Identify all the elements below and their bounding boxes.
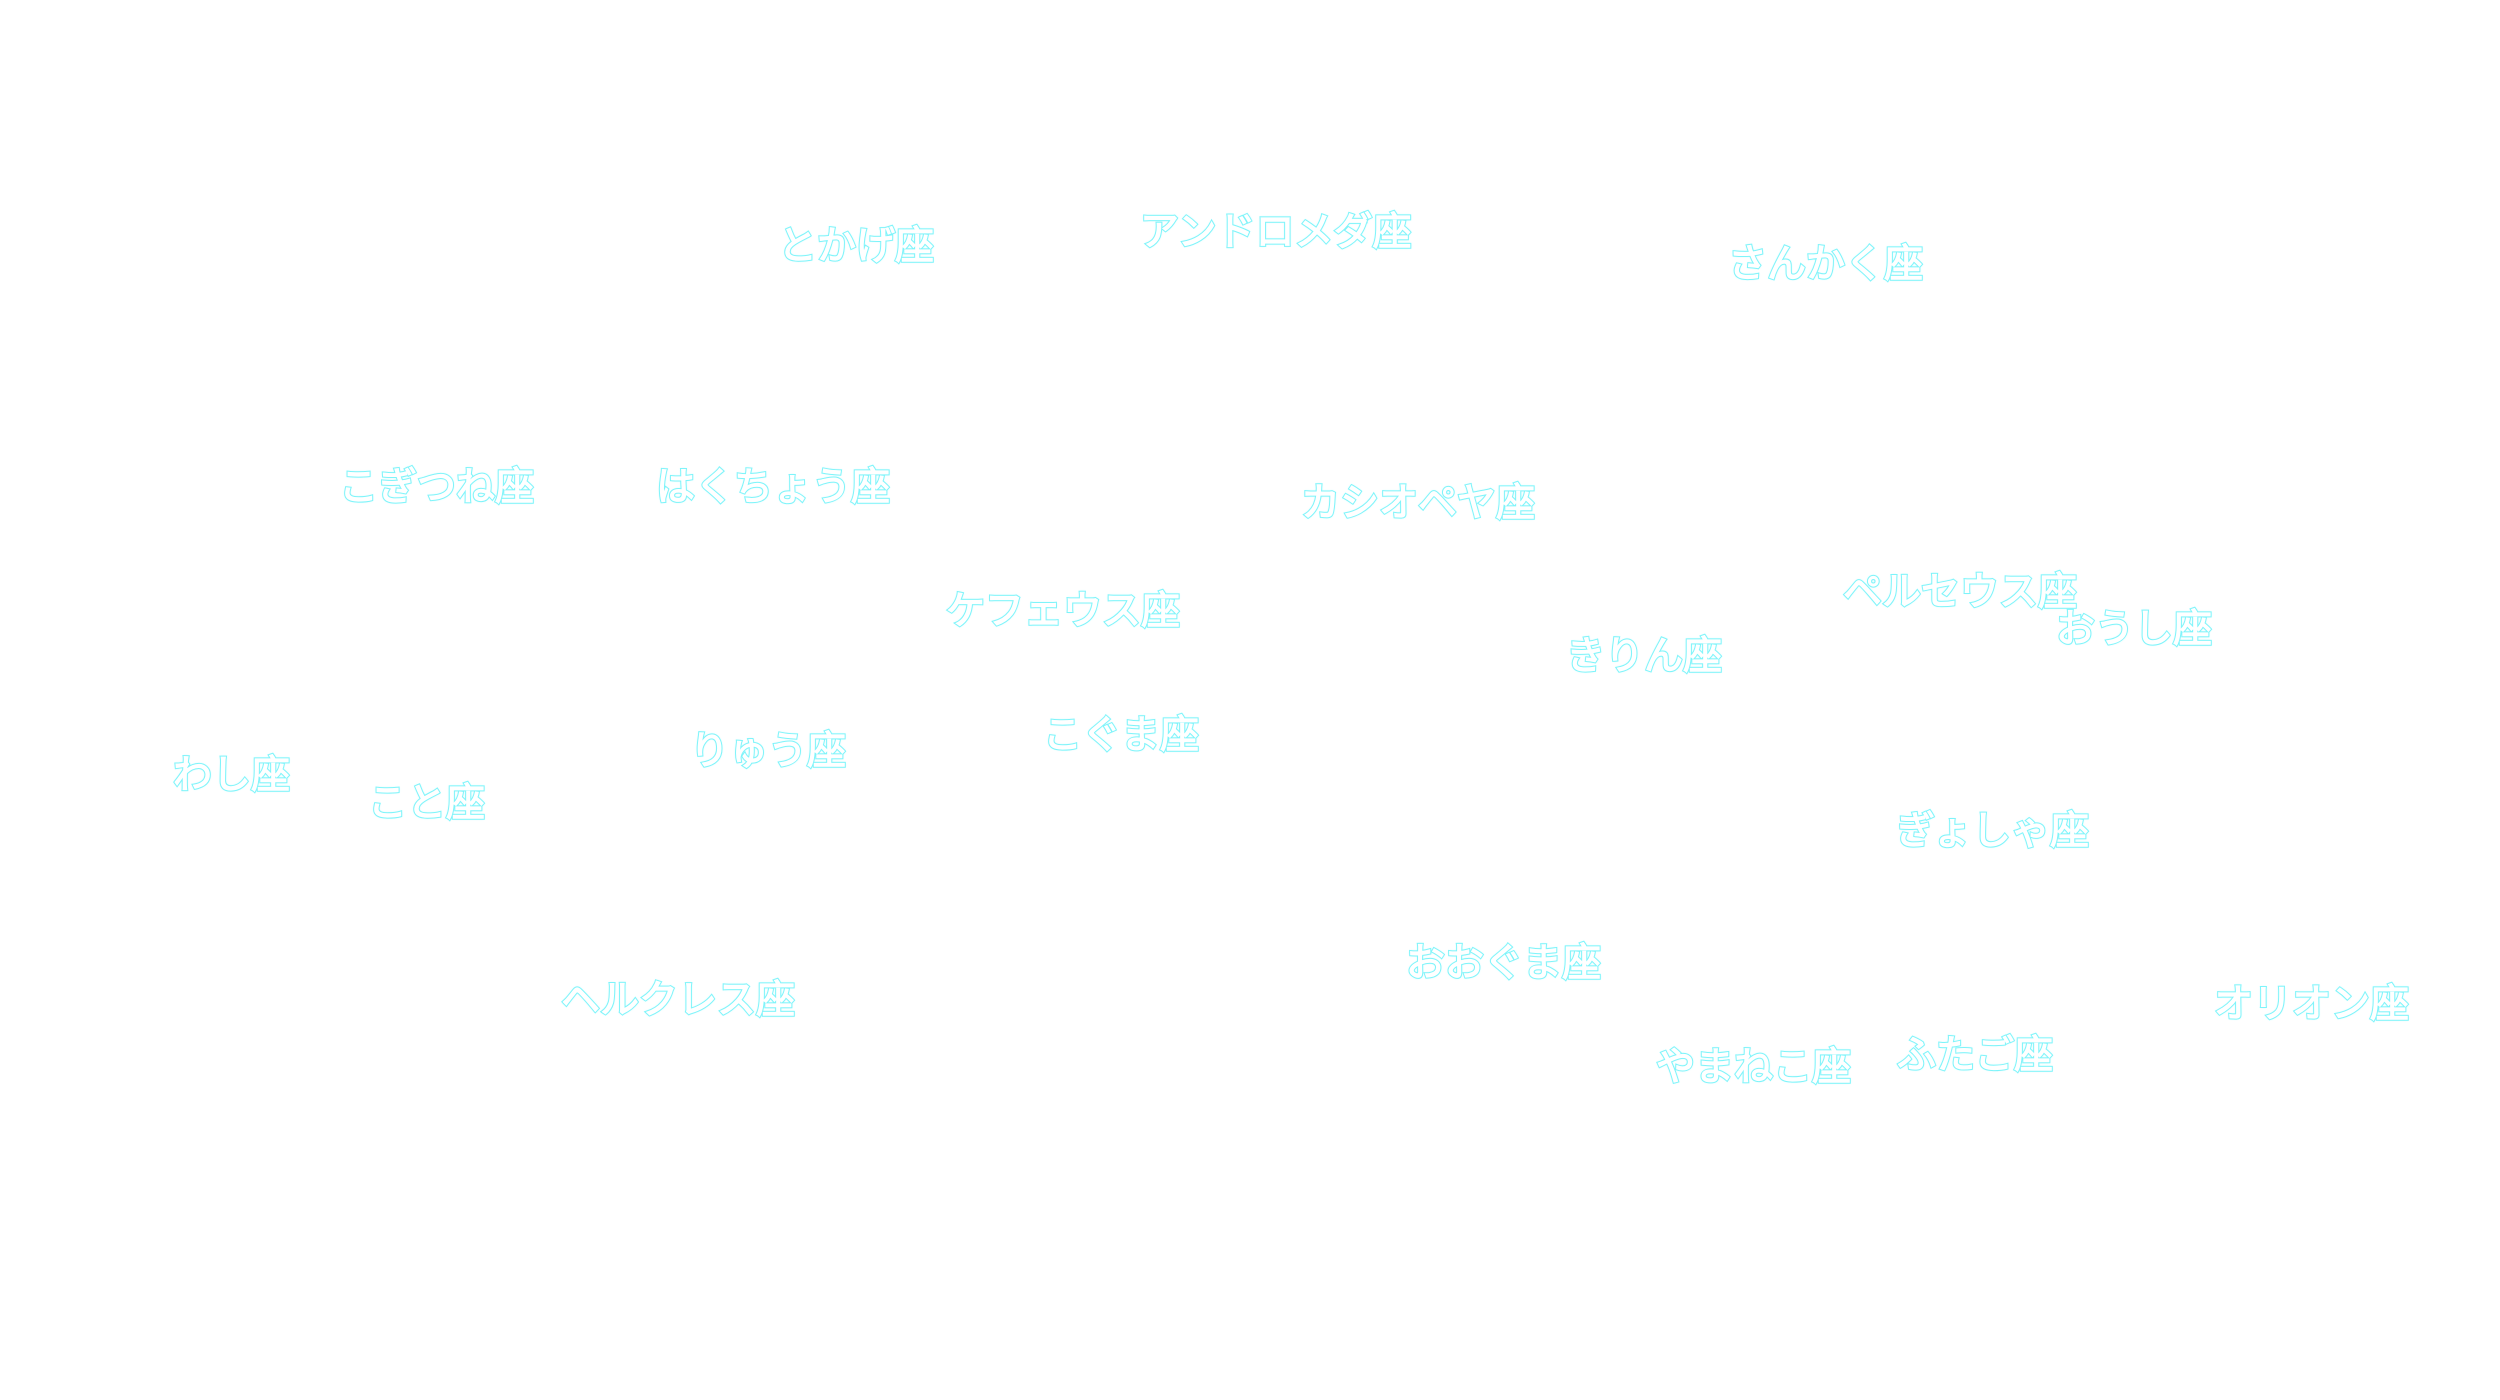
constellation-label-cygnus: はくちょう座: [655, 465, 891, 510]
constellation-label-ursa-major: おおぐま座: [1405, 941, 1602, 986]
constellation-label-perseus: ペルセウス座: [1842, 570, 2078, 615]
constellation-label-cepheus: ケフェウス座: [945, 589, 1181, 634]
constellation-label-auriga: ぎょしゃ座: [1895, 809, 2090, 854]
constellation-label-ursa-minor: こぐま座: [1042, 713, 1200, 758]
constellation-label-lynx: やまねこ座: [1655, 1045, 1852, 1090]
constellation-label-aquila: わし座: [172, 753, 291, 798]
constellation-label-taurus: おうし座: [2055, 607, 2213, 652]
constellation-label-lacerta: とかげ座: [777, 224, 935, 269]
constellation-label-gemini: ふたご座: [1896, 1033, 2054, 1078]
constellation-label-hercules: ヘルクレス座: [560, 978, 796, 1023]
constellation-label-triangulum: さんかく座: [1727, 242, 1924, 287]
constellation-label-orion: オリオン座: [2213, 982, 2410, 1027]
constellation-label-lyra: こと座: [367, 781, 486, 826]
constellation-label-camelopardalis: きりん座: [1565, 634, 1723, 679]
constellation-label-draco: りゅう座: [689, 729, 847, 774]
constellation-label-cassiopeia: カシオペヤ座: [1300, 481, 1536, 526]
constellation-label-vulpecula: こぎつね座: [338, 465, 535, 510]
constellation-label-andromeda: アンドロメダ座: [1139, 210, 1412, 255]
